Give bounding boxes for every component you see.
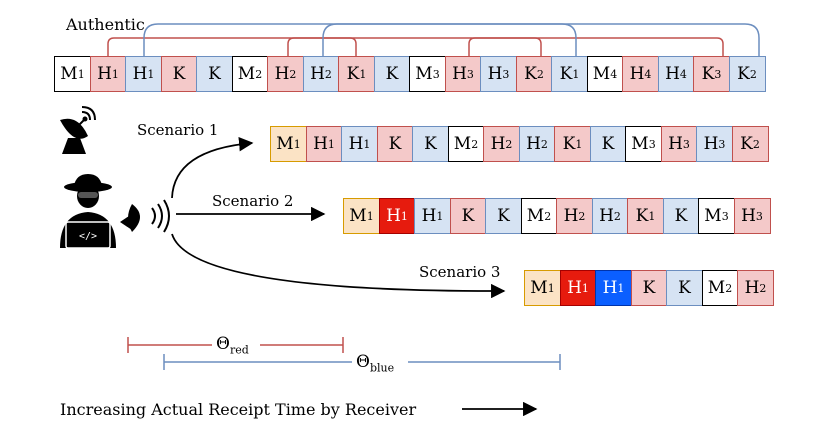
satellite-dish-icon <box>60 106 96 154</box>
scenario2-label: Scenario 2 <box>212 192 294 210</box>
theta-red-label: Θred <box>216 334 249 357</box>
blue-link-arc-2 <box>322 23 760 56</box>
transmitter-antenna-icon <box>120 199 170 233</box>
packet-k-cell: K <box>160 56 198 92</box>
packet-k-cell: K <box>376 126 414 162</box>
blue-link-arc-1 <box>143 23 577 56</box>
packet-k-cell: K <box>630 270 668 306</box>
scenario1-arrow <box>171 136 254 199</box>
red-link-arc-3 <box>468 37 724 56</box>
packet-k-cell: K <box>449 198 487 234</box>
packet-k-cell: K <box>662 198 700 234</box>
attacker-hacker-icon: </> <box>60 174 116 249</box>
red-link-arc-1 <box>107 37 357 56</box>
scenario3-label: Scenario 3 <box>419 263 501 281</box>
svg-text:</>: </> <box>79 231 97 242</box>
scenario1-label: Scenario 1 <box>137 121 219 139</box>
authentic-label: Authentic <box>66 15 145 34</box>
scenario3-arrow <box>171 233 506 299</box>
packet-k-cell: K <box>412 126 449 162</box>
packet-k-cell: K <box>485 198 522 234</box>
packet-k-cell: K <box>589 126 627 162</box>
packet-k-cell: K <box>196 56 233 92</box>
red-link-arc-2 <box>287 37 542 56</box>
theta-blue-label: Θblue <box>356 352 395 375</box>
packet-k-cell: K <box>373 56 411 92</box>
packet-k-cell: K <box>666 270 703 306</box>
time-axis-label: Increasing Actual Receipt Time by Receiv… <box>60 400 417 419</box>
